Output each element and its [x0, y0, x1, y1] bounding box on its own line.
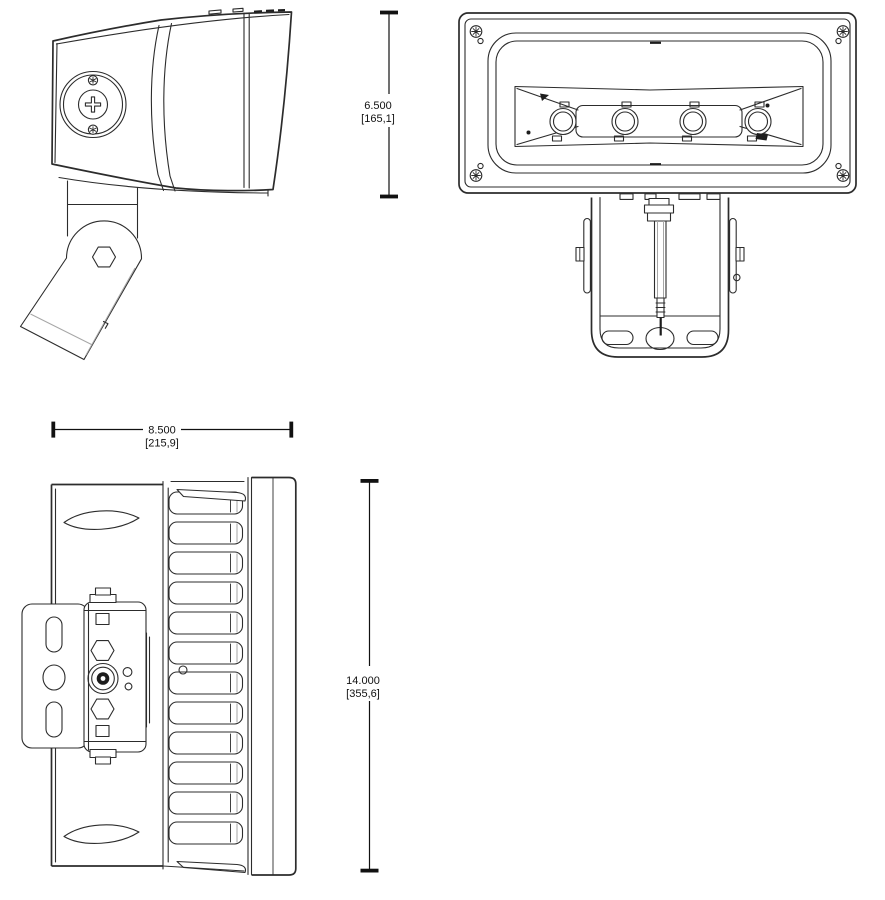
mounting-slot	[686, 330, 719, 346]
clamp-bolt	[89, 748, 117, 759]
dimension-tick	[289, 421, 294, 438]
dim-front-height-mm: [165,1]	[361, 113, 395, 125]
top-tab	[208, 9, 222, 15]
dimension-tick	[380, 194, 398, 199]
pivot-joint	[87, 662, 119, 695]
cable-gland	[643, 197, 675, 222]
housing-band	[150, 22, 176, 192]
bracket-slot	[45, 616, 63, 653]
profile-height-dimension: 14.000 [355,6]	[346, 479, 380, 873]
profile-width-dimension: 8.500 [215,9]	[51, 421, 294, 450]
dim-profile-width-inches: 8.500	[148, 425, 176, 437]
mounting-slot	[601, 330, 634, 346]
dimension-tick	[51, 421, 56, 438]
housing-bottom-face	[58, 176, 269, 194]
top-tab	[232, 7, 244, 13]
bracket-hole	[42, 664, 66, 691]
housing-outline	[51, 11, 293, 192]
yoke-mount	[575, 193, 745, 358]
reflector-cavity	[514, 85, 804, 148]
dim-profile-width-mm: [215,9]	[145, 438, 179, 450]
side-view-top	[19, 7, 293, 361]
dim-profile-height-mm: [355,6]	[346, 688, 380, 700]
side-profile-view	[21, 476, 297, 876]
bracket-plate	[21, 603, 89, 749]
hand-slot	[63, 510, 140, 530]
housing-body	[50, 483, 163, 867]
clamp-bolt	[89, 593, 117, 604]
side-strap	[729, 217, 737, 294]
side-strap	[583, 217, 591, 294]
front-height-dimension: 6.500 [165,1]	[361, 10, 398, 199]
yoke-outline	[590, 197, 730, 358]
dim-profile-height-inches: 14.000	[346, 675, 380, 687]
front-frame-profile	[247, 476, 297, 876]
cross-screw-icon	[84, 96, 102, 113]
lens-frame	[487, 32, 832, 174]
dimension-tick	[360, 868, 379, 873]
yoke-base-plate	[599, 315, 721, 349]
bracket-slot	[45, 701, 63, 738]
threaded-rod	[653, 220, 667, 336]
wall-bracket	[21, 587, 151, 765]
knuckle-body	[83, 601, 147, 753]
pilot-hole	[178, 665, 188, 675]
front-frame-edge	[243, 12, 250, 189]
front-view	[458, 12, 857, 194]
knuckle-cover	[59, 70, 127, 139]
dim-front-height-inches: 6.500	[364, 100, 392, 112]
hand-slot	[63, 824, 140, 844]
heatsink	[162, 480, 246, 874]
mounting-arm	[19, 180, 143, 361]
dimension-tick	[360, 479, 379, 483]
front-housing-outline	[458, 12, 857, 194]
dimension-tick	[380, 10, 398, 15]
